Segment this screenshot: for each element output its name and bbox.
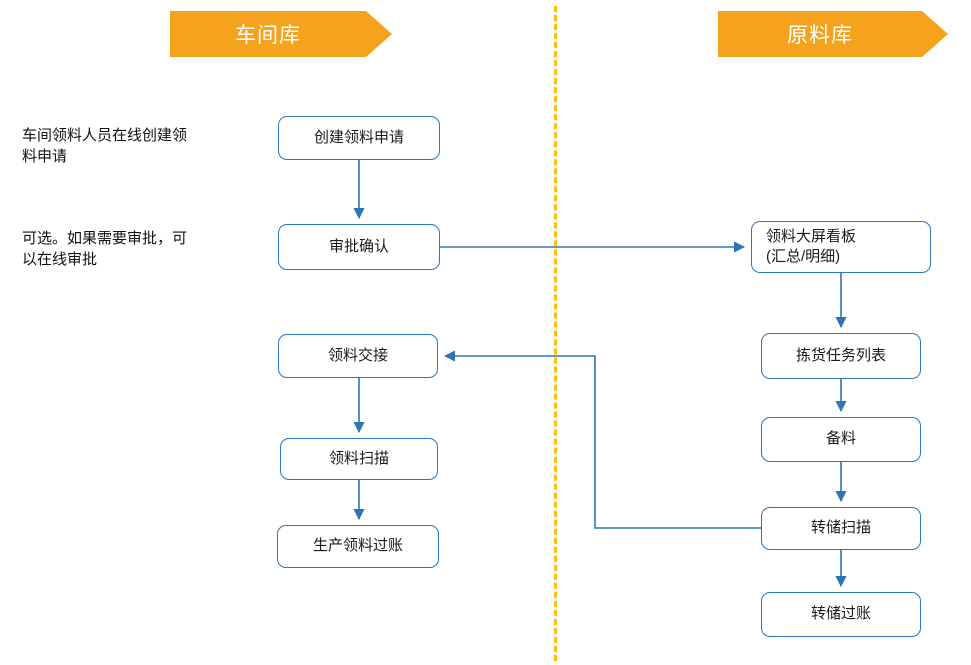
flow-node-approval-confirm: 审批确认 bbox=[278, 224, 440, 270]
flow-node-create-requisition: 创建领料申请 bbox=[278, 116, 440, 160]
flow-node-transfer-posting: 转储过账 bbox=[761, 592, 921, 637]
flow-node-production-posting: 生产领料过账 bbox=[277, 525, 439, 568]
flow-node-dashboard-board-label: 领料大屏看板 (汇总/明细) bbox=[766, 227, 857, 265]
lane-divider-dashed-line bbox=[554, 6, 557, 661]
flow-node-create-requisition-label: 创建领料申请 bbox=[313, 128, 404, 146]
flow-node-prepare-material-label: 备料 bbox=[825, 430, 856, 448]
lane-banner-workshop: 车间库 bbox=[170, 11, 392, 57]
flow-node-prepare-material: 备料 bbox=[761, 417, 921, 462]
lane-banner-raw-material-label: 原料库 bbox=[787, 24, 853, 47]
lane-banner-workshop-label: 车间库 bbox=[235, 24, 301, 47]
flow-node-transfer-posting-label: 转储过账 bbox=[810, 605, 871, 623]
flow-node-approval-confirm-label: 审批确认 bbox=[328, 237, 389, 255]
annotation-create-request: 车间领料人员在线创建领 料申请 bbox=[22, 127, 188, 165]
flow-node-material-handover: 领料交接 bbox=[278, 334, 438, 378]
flow-node-material-scan-label: 领料扫描 bbox=[328, 449, 389, 467]
flow-node-dashboard-board: 领料大屏看板 (汇总/明细) bbox=[751, 221, 931, 273]
flow-node-transfer-scan: 转储扫描 bbox=[761, 507, 921, 550]
arrow-transferscan-to-handover bbox=[443, 350, 761, 529]
lane-banner-raw-material: 原料库 bbox=[718, 11, 948, 57]
flow-node-picking-task-list-label: 拣货任务列表 bbox=[795, 346, 886, 364]
flow-node-production-posting-label: 生产领料过账 bbox=[312, 537, 403, 555]
flow-node-transfer-scan-label: 转储扫描 bbox=[810, 519, 871, 537]
flow-node-picking-task-list: 拣货任务列表 bbox=[761, 333, 921, 379]
annotation-optional-approval: 可选。如果需要审批，可 以在线审批 bbox=[22, 230, 188, 268]
flow-node-material-handover-label: 领料交接 bbox=[327, 346, 388, 364]
flow-node-material-scan: 领料扫描 bbox=[280, 438, 438, 480]
